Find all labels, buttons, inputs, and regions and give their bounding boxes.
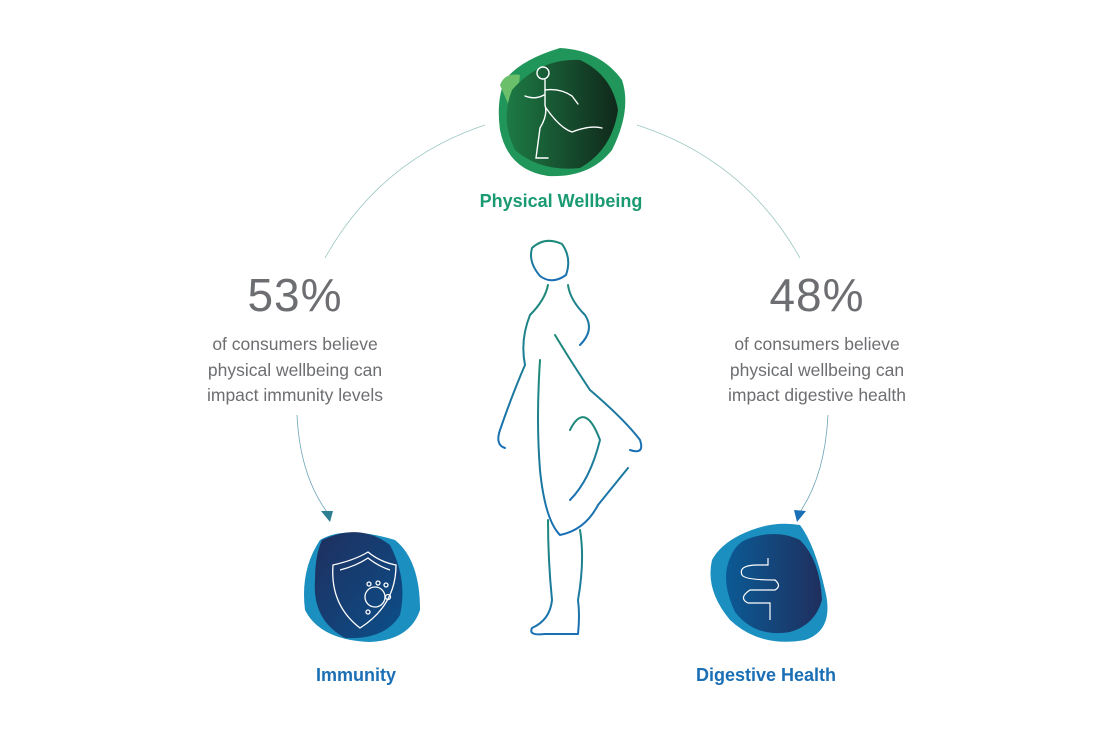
description-line: physical wellbeing can <box>207 359 383 380</box>
immunity-percent: 53% <box>247 269 343 321</box>
description-line: impact digestive health <box>727 385 907 405</box>
digestive-percent: 48% <box>769 269 865 321</box>
standing-figure-illustration <box>497 239 643 636</box>
description-line: of consumers believe <box>212 334 378 354</box>
arrow-left <box>296 414 328 513</box>
arc-left <box>324 124 486 259</box>
description-line: of consumers believe <box>734 334 900 354</box>
digestive-health-label: Digestive Health <box>695 665 837 685</box>
running-person-icon <box>498 48 626 177</box>
digestive-stat: 48% of consumers believe physical wellbe… <box>728 270 906 409</box>
immunity-stat: 53% of consumers believe physical wellbe… <box>207 270 383 409</box>
shield-virus-icon <box>304 532 420 642</box>
arrowhead-left-icon <box>321 511 333 522</box>
immunity-description: of consumers believe physical wellbeing … <box>207 332 383 409</box>
physical-wellbeing-label: Physical Wellbeing <box>479 191 643 211</box>
digestive-description: of consumers believe physical wellbeing … <box>728 332 906 409</box>
description-line: physical wellbeing can <box>729 359 905 380</box>
immunity-label: Immunity <box>315 665 397 685</box>
arc-right <box>636 124 801 259</box>
intestine-icon <box>710 523 828 642</box>
arrowhead-right-icon <box>794 510 806 522</box>
arrow-right <box>799 414 829 513</box>
description-line: impact immunity levels <box>206 385 384 405</box>
